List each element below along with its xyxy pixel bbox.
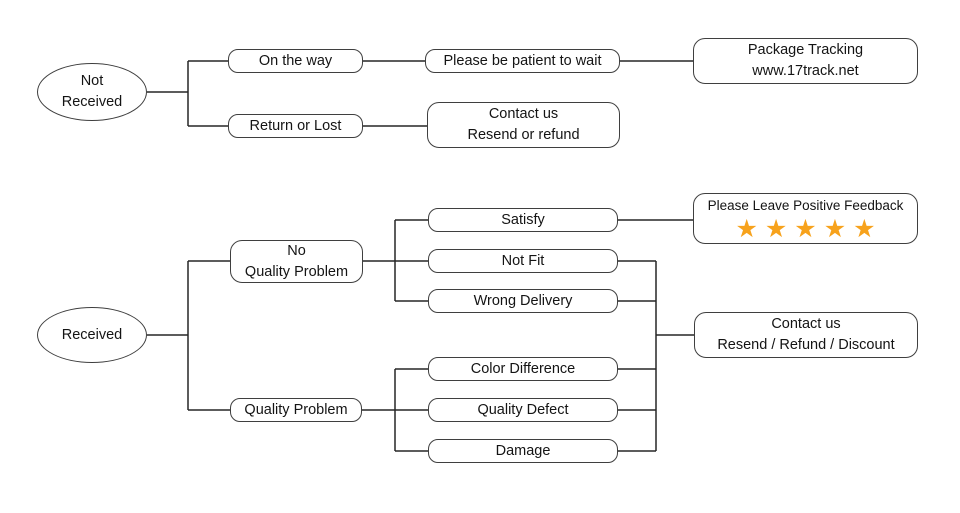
node-label: Color Difference [470,360,576,377]
node-label-line2: Resend / Refund / Discount [717,337,895,353]
node-return-or-lost: Return or Lost [228,114,363,138]
node-damage: Damage [428,439,618,463]
node-label-line2: www.17track.net [752,63,859,79]
node-label: Quality Problem [244,401,348,418]
node-not-received: Not Received [37,63,147,121]
node-label-line1: No [287,242,306,259]
node-positive-feedback: Please Leave Positive Feedback ★★★★★ [693,193,918,244]
node-label-line1: Contact us [488,106,559,123]
node-quality-problem: Quality Problem [230,398,362,422]
node-label: Please Leave Positive Feedback [707,197,904,213]
node-wrong-delivery: Wrong Delivery [428,289,618,313]
node-label: On the way [258,52,333,69]
node-label-line1: Package Tracking [747,42,864,59]
node-label: Received [61,326,123,343]
node-label-line2: Quality Problem [244,263,349,280]
node-not-fit: Not Fit [428,249,618,273]
node-package-tracking: Package Tracking www.17track.net [693,38,918,84]
node-label: Wrong Delivery [473,292,573,309]
node-satisfy: Satisfy [428,208,618,232]
connector-path [147,60,694,452]
node-no-quality-problem: No Quality Problem [230,240,363,283]
node-label-line2: Resend or refund [467,127,580,143]
node-label: Quality Defect [477,401,569,418]
node-label: Not Fit [501,252,545,269]
node-contact-us-resend-refund-discount: Contact us Resend / Refund / Discount [694,312,918,358]
node-label-line1: Contact us [771,316,841,333]
five-star-rating-icon: ★★★★★ [735,214,883,244]
node-label: Satisfy [501,211,545,228]
node-quality-defect: Quality Defect [428,398,618,422]
node-label: Please be patient to wait [443,52,602,69]
node-contact-us-resend-refund: Contact us Resend or refund [427,102,620,148]
node-label-line2: Received [61,94,123,110]
node-label-line1: Not [80,73,104,90]
node-color-difference: Color Difference [428,357,618,381]
node-label: Return or Lost [249,117,342,134]
node-received: Received [37,307,147,363]
node-label: Damage [495,442,551,459]
node-please-be-patient: Please be patient to wait [425,49,620,73]
node-on-the-way: On the way [228,49,363,73]
